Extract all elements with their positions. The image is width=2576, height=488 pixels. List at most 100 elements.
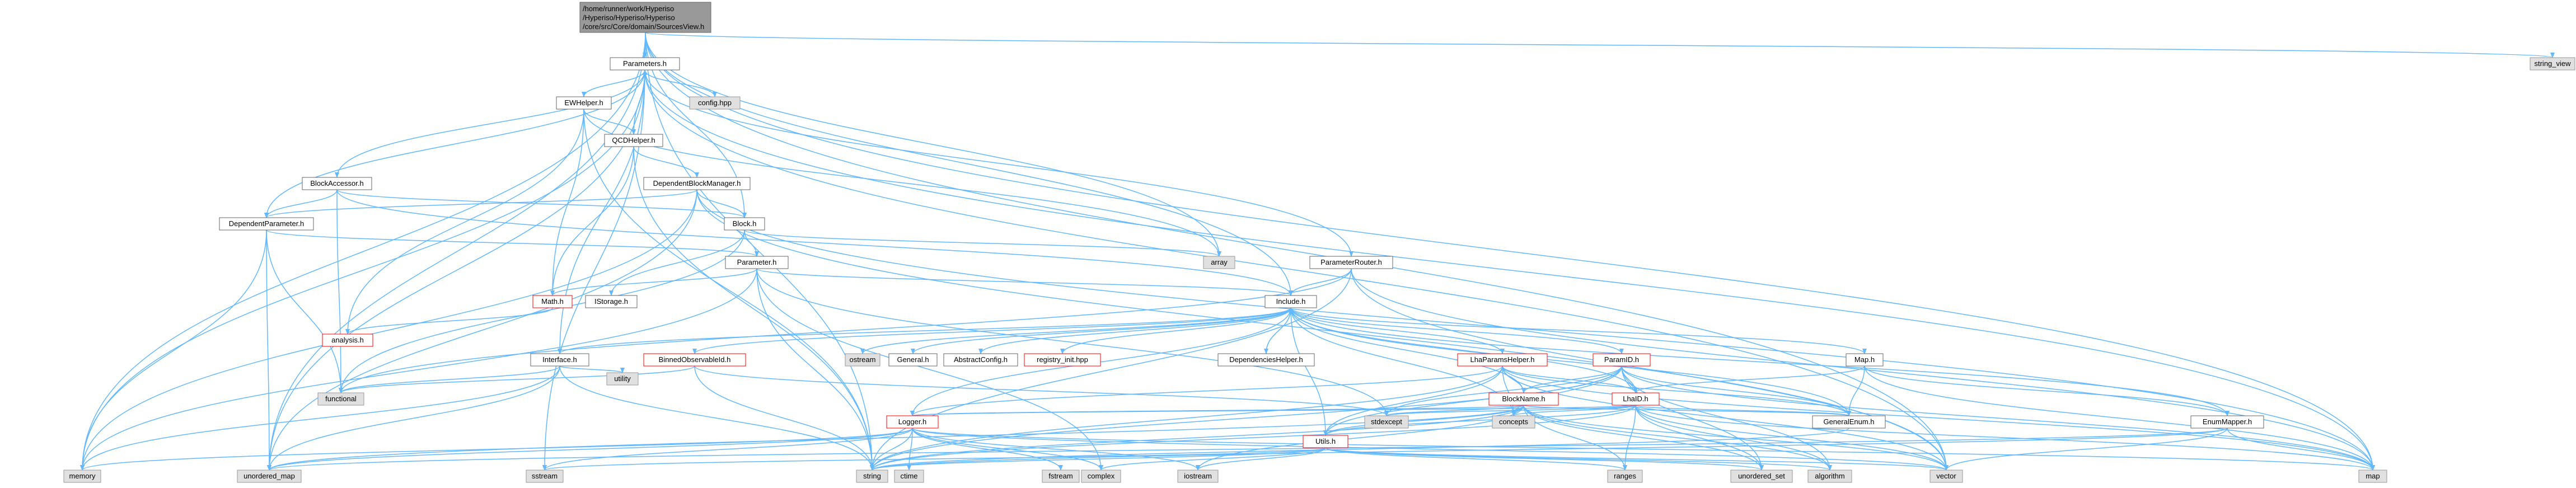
node-unordered-map[interactable]: unordered_map	[237, 470, 302, 483]
node-generalenum[interactable]: GeneralEnum.h	[1812, 415, 1886, 429]
edge-parameters-to-dependentparameter	[264, 69, 645, 218]
edge-utils-to-unordered-set	[1325, 447, 1764, 471]
edge-blockaccessor-to-dependentparameter	[264, 189, 338, 218]
edge-blockname-to-unordered-map	[267, 405, 1524, 471]
node-binnedobservableid[interactable]: BinnedObservableId.h	[643, 353, 746, 367]
edge-dependentblockmanager-to-dependentparameter	[264, 189, 697, 218]
node-config-hpp[interactable]: config.hpp	[689, 96, 741, 110]
node-analysis[interactable]: analysis.h	[322, 334, 373, 347]
edge-dependentblockmanager-to-memory	[80, 189, 697, 471]
edge-logger-to-string	[870, 428, 913, 471]
svg-text:EnumMapper.h: EnumMapper.h	[2203, 417, 2252, 426]
edge-blockname-to-logger	[911, 405, 1524, 416]
node-ranges[interactable]: ranges	[1607, 470, 1643, 483]
node-concepts[interactable]: concepts	[1492, 415, 1535, 429]
node-map-h[interactable]: Map.h	[1846, 353, 1884, 367]
edge-parameterrouter-to-include	[1289, 268, 1352, 296]
node-blockaccessor[interactable]: BlockAccessor.h	[302, 177, 372, 190]
edge-dependentblockmanager-to-map	[696, 189, 2375, 471]
edge-utils-to-iostream	[1196, 447, 1326, 471]
edge-lhaid-to-algorithm	[1635, 405, 1832, 471]
root-path-line-3: /core/src/Core/domain/SourcesView.h	[583, 22, 704, 31]
svg-text:EWHelper.h: EWHelper.h	[564, 98, 603, 107]
node-istorage[interactable]: IStorage.h	[585, 295, 638, 308]
edge-binnedobservableid-to-string	[694, 365, 874, 471]
node-abstractconfig[interactable]: AbstractConfig.h	[943, 353, 1018, 367]
node-math[interactable]: Math.h	[532, 295, 573, 308]
node-dependentparameter[interactable]: DependentParameter.h	[219, 217, 314, 231]
node-paramid[interactable]: ParamID.h	[1593, 353, 1651, 367]
svg-text:Map.h: Map.h	[1854, 355, 1875, 364]
node-parameter[interactable]: Parameter.h	[725, 256, 789, 269]
node-stdexcept[interactable]: stdexcept	[1364, 415, 1409, 429]
edge-lhaid-to-ranges	[1623, 405, 1636, 471]
node-dependentblockmanager[interactable]: DependentBlockManager.h	[643, 177, 751, 190]
root-node-sourcesview[interactable]: /home/runner/work/Hyperiso /Hyperiso/Hyp…	[579, 2, 711, 33]
edge-parameter-to-math	[550, 268, 757, 296]
node-general[interactable]: General.h	[888, 353, 938, 367]
node-algorithm[interactable]: algorithm	[1807, 470, 1852, 483]
edge-parameters-to-memory	[80, 69, 645, 471]
node-enummapper[interactable]: EnumMapper.h	[2190, 415, 2264, 429]
edge-lhaid-to-map	[1635, 405, 2375, 471]
node-include[interactable]: Include.h	[1264, 295, 1317, 308]
node-interface[interactable]: Interface.h	[530, 353, 589, 367]
node-ostream[interactable]: ostream	[845, 353, 880, 367]
svg-text:ctime: ctime	[900, 472, 917, 480]
node-logger[interactable]: Logger.h	[886, 415, 939, 429]
edge-include-to-generalenum	[1290, 307, 1851, 416]
edge-logger-to-map	[912, 428, 2375, 471]
node-lhaid[interactable]: LhaID.h	[1612, 392, 1660, 406]
edge-enummapper-to-map	[2227, 428, 2375, 471]
node-map[interactable]: map	[2358, 470, 2387, 483]
node-functional[interactable]: functional	[317, 392, 364, 406]
svg-text:ostream: ostream	[850, 355, 876, 364]
edge-utils-to-sstream	[542, 447, 1326, 471]
node-utility[interactable]: utility	[606, 372, 639, 386]
node-unordered-set[interactable]: unordered_set	[1730, 470, 1793, 483]
node-string-view[interactable]: string_view	[2530, 57, 2575, 71]
edge-blockname-to-algorithm	[1523, 405, 1832, 471]
edge-sourcesview-to-string-view	[645, 32, 2554, 58]
edge-dependentparameter-to-functional	[266, 229, 343, 393]
edge-parameters-to-blockaccessor	[335, 69, 645, 178]
edge-logger-to-complex	[912, 428, 1103, 471]
edge-blockname-to-string	[870, 405, 1524, 471]
edge-map-h-to-generalenum	[1847, 365, 1865, 416]
edge-logger-to-vector	[912, 428, 1949, 471]
node-block[interactable]: Block.h	[724, 217, 765, 231]
edge-lhaid-to-unordered-set	[1635, 405, 1764, 471]
node-qcdhelper[interactable]: QCDHelper.h	[604, 134, 663, 147]
svg-text:sstream: sstream	[532, 472, 558, 480]
node-iostream[interactable]: iostream	[1177, 470, 1219, 483]
node-parameters[interactable]: Parameters.h	[610, 57, 680, 71]
node-ctime[interactable]: ctime	[894, 470, 924, 483]
node-vector[interactable]: vector	[1929, 470, 1963, 483]
node-parameterrouter[interactable]: ParameterRouter.h	[1309, 256, 1393, 269]
edge-sourcesview-to-unordered-map	[267, 32, 646, 471]
node-sstream[interactable]: sstream	[526, 470, 564, 483]
node-ewhelper[interactable]: EWHelper.h	[556, 96, 612, 110]
edge-lhaparamshelper-to-utils	[1323, 365, 1503, 436]
node-lhaparamshelper[interactable]: LhaParamsHelper.h	[1457, 353, 1548, 367]
node-blockname[interactable]: BlockName.h	[1488, 392, 1559, 406]
node-memory[interactable]: memory	[63, 470, 101, 483]
edge-parameters-to-vector	[644, 69, 1949, 471]
node-string[interactable]: string	[856, 470, 888, 483]
edge-ewhelper-to-string	[583, 109, 874, 471]
node-utils[interactable]: Utils.h	[1303, 435, 1348, 448]
edge-lhaparamshelper-to-map	[1502, 365, 2375, 471]
svg-text:DependentParameter.h: DependentParameter.h	[229, 219, 304, 228]
edge-logger-to-iostream	[912, 428, 1200, 471]
node-complex[interactable]: complex	[1081, 470, 1121, 483]
node-registry-init[interactable]: registry_init.hpp	[1024, 353, 1101, 367]
edge-paramid-to-generalenum	[1621, 365, 1851, 416]
edge-include-to-interface	[558, 307, 1291, 354]
node-array[interactable]: array	[1203, 256, 1235, 269]
edge-parameters-to-sstream	[542, 69, 645, 471]
node-dependencieshelper[interactable]: DependenciesHelper.h	[1217, 353, 1315, 367]
edge-parameter-to-memory	[80, 268, 757, 471]
node-fstream[interactable]: fstream	[1042, 470, 1080, 483]
edge-paramid-to-concepts	[1511, 365, 1622, 416]
edge-map-h-to-enummapper	[1864, 365, 2230, 416]
